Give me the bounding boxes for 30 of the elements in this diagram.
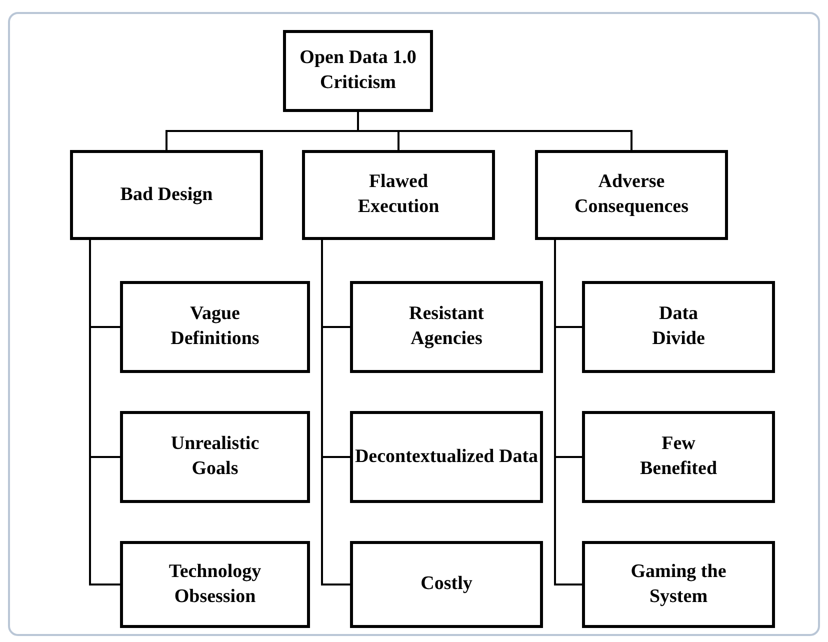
box-label: Resistant Agencies xyxy=(408,302,485,351)
category-box xyxy=(350,411,543,503)
box-label: Vague Definitions xyxy=(170,302,260,351)
connector-line xyxy=(554,240,582,586)
box-label: Gaming the System xyxy=(630,560,728,608)
box-label: Data Divide xyxy=(651,302,706,351)
box-label: Few Benefited xyxy=(638,432,718,481)
box-label: Unrealistic Goals xyxy=(170,432,260,481)
box-label: Adverse Consequences xyxy=(573,170,690,219)
category-box xyxy=(350,281,543,373)
connector-line xyxy=(321,240,350,586)
connector-line xyxy=(357,112,632,150)
category-box xyxy=(582,541,775,628)
box-label: Decontextualized Data xyxy=(354,444,538,469)
box-label: Technology Obsession xyxy=(168,560,262,608)
category-box xyxy=(70,150,263,240)
category-box xyxy=(302,150,495,240)
connector-line xyxy=(89,240,120,586)
category-box xyxy=(283,30,433,112)
box-label: Open Data 1.0 Criticism xyxy=(298,46,418,95)
category-box xyxy=(582,281,775,373)
category-box xyxy=(535,150,728,240)
category-box xyxy=(120,541,310,628)
category-box xyxy=(120,411,310,503)
category-box xyxy=(350,541,543,628)
category-box xyxy=(582,411,775,503)
box-label: Costly xyxy=(420,572,472,596)
box-label: Flawed Execution xyxy=(356,170,440,219)
box-label: Bad Design xyxy=(120,182,213,207)
category-box xyxy=(120,281,310,373)
